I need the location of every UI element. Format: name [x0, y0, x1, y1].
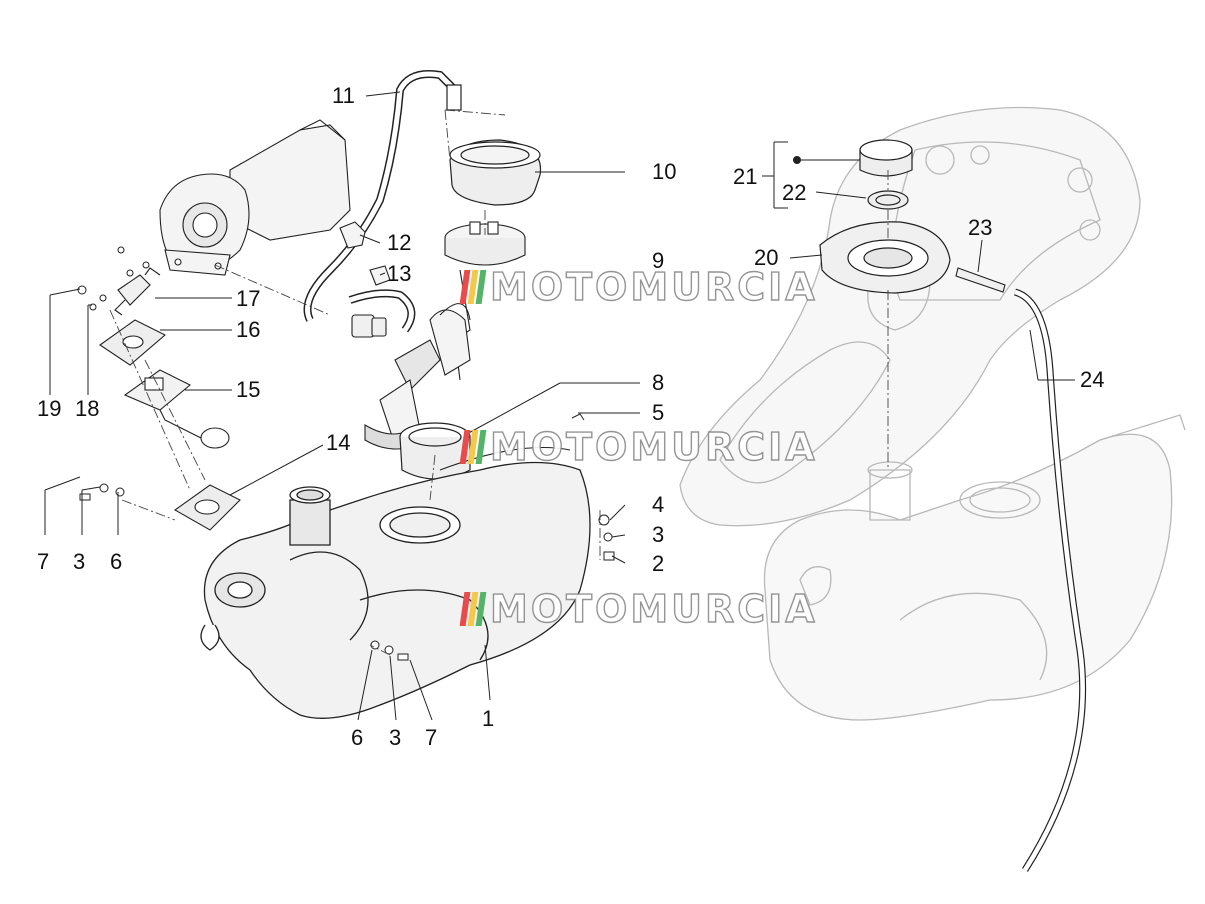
fuel-tank-part-1: [200, 447, 591, 719]
watermark: MOTOMURCIA: [459, 264, 818, 310]
filler-cap-part-21: [859, 139, 913, 177]
callout-13: 13: [387, 261, 412, 286]
callout-12: 12: [387, 230, 412, 255]
hose-part-11: [303, 70, 462, 333]
callout-24: 24: [1080, 367, 1105, 392]
fuel-level-sensor-part-15: [123, 369, 230, 449]
watermark-logo-bars: [459, 270, 487, 304]
callout-6: 6: [351, 725, 364, 750]
callout-20: 20: [754, 245, 779, 270]
watermark-logo-bars: [459, 430, 487, 464]
callout-7: 7: [37, 549, 50, 574]
leader-lines: [44, 91, 1075, 721]
watermark: MOTOMURCIA: [459, 586, 818, 632]
callout-3: 3: [652, 522, 665, 547]
watermark-text: MOTOMURCIA: [489, 586, 818, 631]
callout-8: 8: [652, 370, 665, 395]
callout-4: 4: [652, 492, 665, 517]
gasket-part-22: [867, 190, 909, 210]
sealing-ring-part-8: [399, 422, 471, 480]
callout-14: 14: [326, 430, 351, 455]
clip-part-12: [339, 221, 366, 249]
callout-3: 3: [389, 725, 402, 750]
clip-part-13: [369, 265, 391, 286]
callout-3: 3: [73, 549, 86, 574]
callout-23: 23: [968, 215, 993, 240]
callout-2: 2: [652, 551, 665, 576]
callout-9: 9: [652, 248, 665, 273]
ring-nut-part-10: [449, 139, 542, 206]
assembly-guides: [109, 109, 889, 656]
flange-part-14: [173, 484, 241, 531]
gasket-part-16: [99, 319, 166, 366]
callout-6: 6: [110, 549, 123, 574]
throttle-body: [159, 119, 351, 276]
callout-5: 5: [652, 400, 665, 425]
filler-seal-part-20: [819, 221, 951, 294]
kit-bullet: [793, 156, 801, 164]
hose-connector: [351, 314, 387, 338]
watermark-text: MOTOMURCIA: [489, 424, 818, 469]
watermark: MOTOMURCIA: [459, 424, 818, 470]
callout-16: 16: [236, 317, 261, 342]
drain-hose-part-24: [1013, 288, 1087, 872]
callout-7: 7: [425, 725, 438, 750]
callout-19: 19: [37, 396, 62, 421]
faded-underseat-assembly: [679, 106, 1186, 721]
watermark-text: MOTOMURCIA: [489, 264, 818, 309]
callout-21: 21: [733, 164, 758, 189]
callout-11: 11: [332, 83, 355, 108]
callout-18: 18: [75, 396, 100, 421]
callout-22: 22: [782, 180, 807, 205]
callout-1: 1: [482, 706, 495, 731]
fitting-part-23: [955, 267, 1006, 293]
callout-10: 10: [652, 159, 677, 184]
watermark-logo-bars: [459, 592, 487, 626]
bracket-part-17: [114, 267, 161, 316]
callout-17: 17: [236, 286, 261, 311]
callout-15: 15: [236, 377, 261, 402]
